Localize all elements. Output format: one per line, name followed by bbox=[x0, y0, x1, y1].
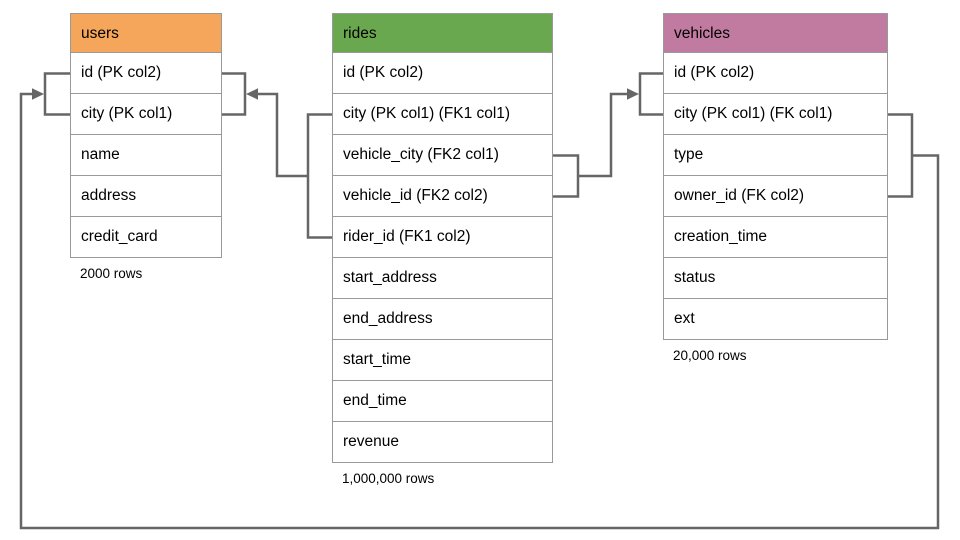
fk2-vehicles-target-bracket bbox=[638, 72, 663, 116]
column-row: end_time bbox=[332, 381, 553, 422]
column-row: owner_id (FK col2) bbox=[663, 176, 888, 217]
column-row: vehicle_id (FK2 col2) bbox=[332, 176, 553, 217]
fk-arrowhead-icon bbox=[32, 88, 44, 100]
table-header-users: users bbox=[70, 13, 222, 53]
column-row: credit_card bbox=[70, 217, 222, 258]
table-header-vehicles: vehicles bbox=[663, 13, 888, 53]
column-row: name bbox=[70, 135, 222, 176]
column-row: start_address bbox=[332, 258, 553, 299]
column-row: vehicle_city (FK2 col1) bbox=[332, 135, 553, 176]
column-row: address bbox=[70, 176, 222, 217]
column-row: id (PK col2) bbox=[332, 53, 553, 94]
fk1-arrowhead-icon bbox=[246, 88, 258, 100]
column-row: ext bbox=[663, 299, 888, 340]
column-row: status bbox=[663, 258, 888, 299]
column-row: revenue bbox=[332, 422, 553, 463]
column-row: creation_time bbox=[663, 217, 888, 258]
fk1-users-target-bracket bbox=[222, 72, 247, 116]
row-count-label: 20,000 rows bbox=[673, 348, 747, 363]
fk2-connector-line bbox=[578, 92, 632, 178]
table-header-rides: rides bbox=[332, 13, 553, 53]
fk2-arrowhead-icon bbox=[627, 88, 639, 100]
column-row: city (PK col1) bbox=[70, 94, 222, 135]
column-row: rider_id (FK1 col2) bbox=[332, 217, 553, 258]
column-row: end_address bbox=[332, 299, 553, 340]
column-row: city (PK col1) (FK1 col1) bbox=[332, 94, 553, 135]
fk1-connector-line bbox=[252, 92, 308, 178]
column-row: type bbox=[663, 135, 888, 176]
column-row: id (PK col2) bbox=[70, 53, 222, 94]
column-row: city (PK col1) (FK col1) bbox=[663, 94, 888, 135]
row-count-label: 2000 rows bbox=[80, 266, 143, 281]
column-row: start_time bbox=[332, 340, 553, 381]
fk-users-target-bracket bbox=[43, 72, 70, 116]
fk2-rides-source-bracket bbox=[553, 154, 580, 198]
fk1-rides-source-bracket bbox=[306, 113, 332, 239]
row-count-label: 1,000,000 rows bbox=[342, 471, 435, 486]
fk-connector-line bbox=[19, 92, 940, 530]
fk-vehicles-source-bracket bbox=[888, 113, 914, 198]
column-row: id (PK col2) bbox=[663, 53, 888, 94]
